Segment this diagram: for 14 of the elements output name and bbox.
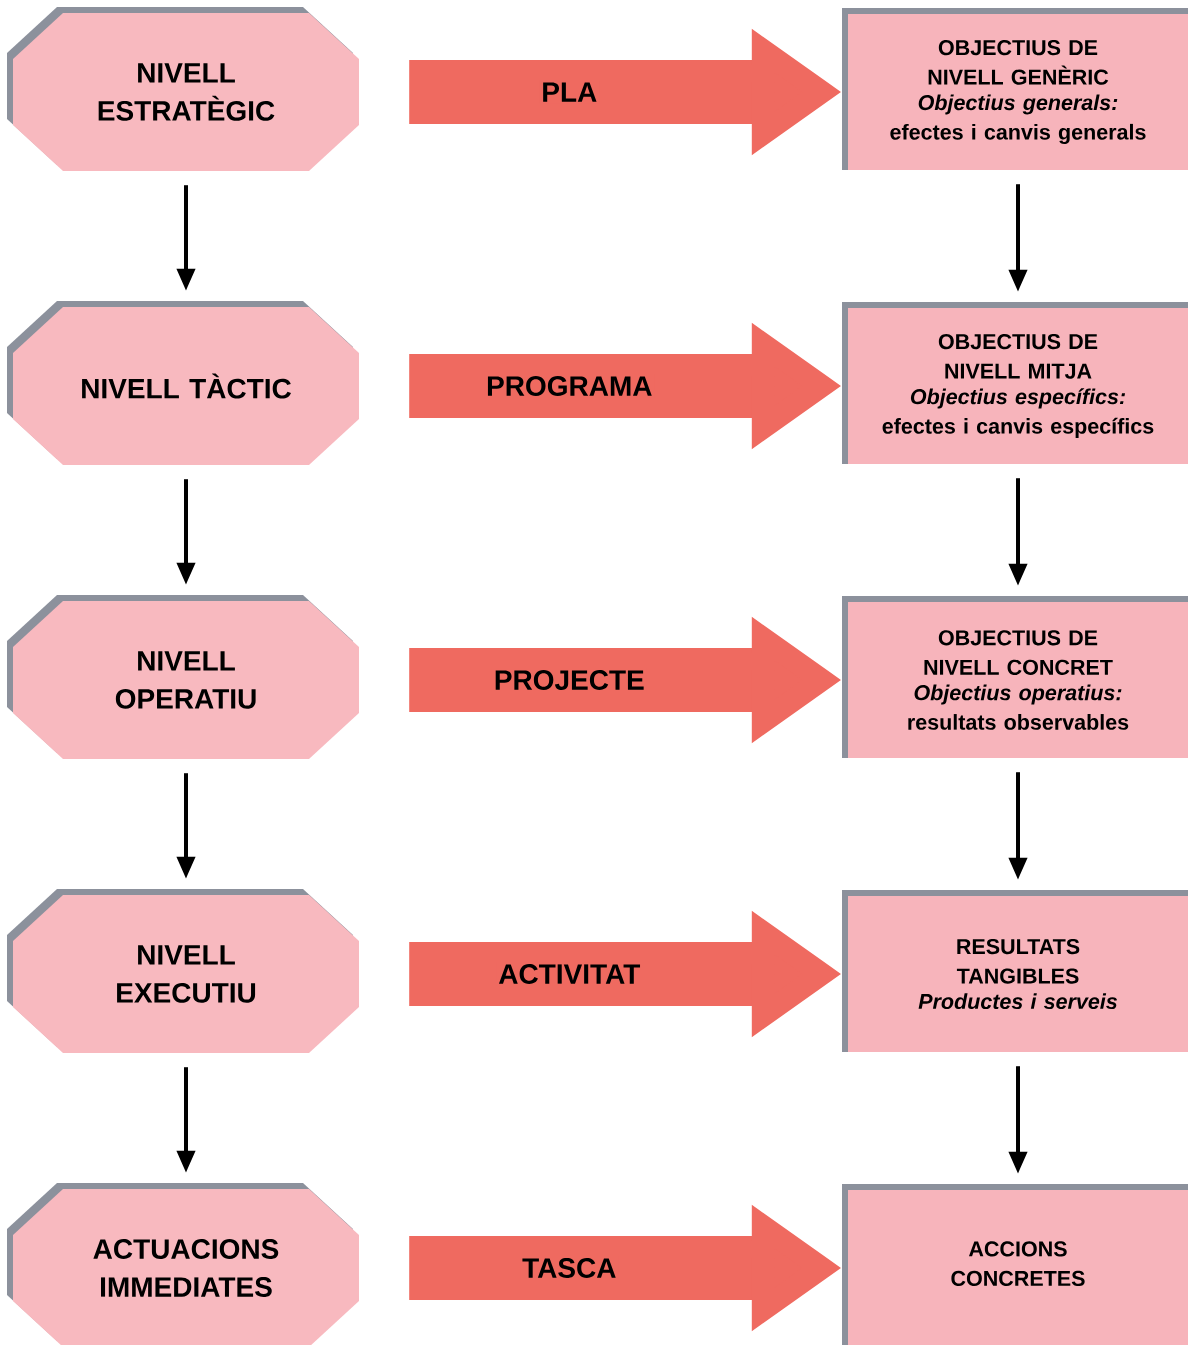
rectangle-box: OBJECTIUS DE NIVELL CONCRET Objectius operatius: resultats observables <box>842 596 1188 758</box>
rectangle-box: OBJECTIUS DE NIVELL MITJA Objectius específics: efectes i canvis específics <box>842 302 1188 464</box>
edge-label: TASCA <box>520 1256 619 1280</box>
edge-label: PROGRAMA <box>484 374 655 398</box>
edge-label: ACTIVITAT <box>496 962 643 986</box>
octagon: NIVELL EXECUTIU <box>7 889 359 1053</box>
rectangle-box: OBJECTIUS DE NIVELL GENÈRIC Objectius generals: efectes i canvis generals <box>842 8 1188 170</box>
edge-label: PLA <box>539 80 600 104</box>
octagon: ACTUACIONS IMMEDIATES <box>7 1183 359 1345</box>
octagon: NIVELL OPERATIU <box>7 595 359 759</box>
rectangle-box: RESULTATS TANGIBLES Productes i serveis <box>842 890 1188 1052</box>
edge-label: PROJECTE <box>491 668 647 692</box>
octagon: NIVELL TÀCTIC <box>7 301 359 465</box>
octagon: NIVELL ESTRATÈGIC <box>7 7 359 171</box>
